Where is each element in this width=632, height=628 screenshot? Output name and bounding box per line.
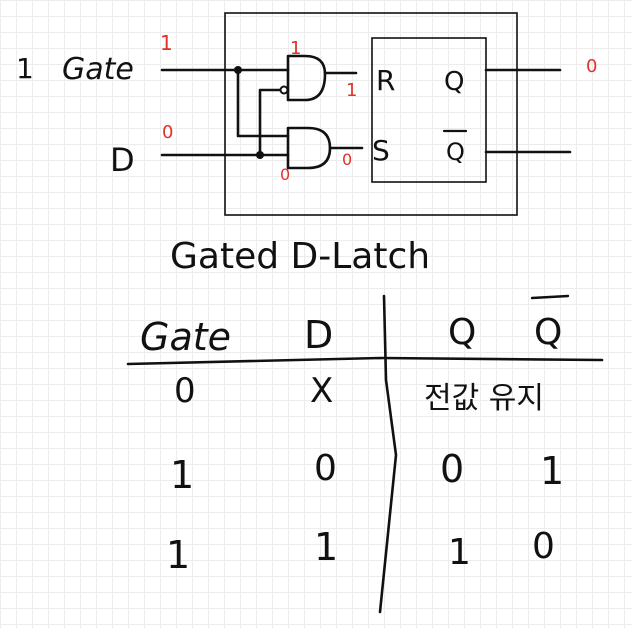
header-gate: Gate — [140, 315, 231, 359]
table-cell-r1-gate: 0 — [174, 371, 196, 411]
latch-r-label: R — [376, 64, 395, 97]
gate-input-label: Gate — [62, 52, 134, 87]
table-cell-r2-gate: 1 — [170, 453, 194, 497]
table-cell-r1-d: X — [310, 371, 333, 411]
latch-s-label: S — [372, 134, 390, 167]
circuit-wires — [160, 68, 572, 157]
table-cell-r3-qbar: 0 — [532, 526, 555, 567]
latch-q-label: Q — [444, 67, 464, 97]
table-cell-r2-q: 0 — [440, 447, 464, 491]
table-cell-r3-gate: 1 — [166, 533, 190, 577]
gate-input-value: 1 — [16, 52, 34, 85]
table-column-divider — [378, 294, 398, 614]
junction-dot-gate — [234, 66, 242, 74]
and-top-output-annotation: 1 — [346, 80, 357, 101]
header-d: D — [304, 313, 333, 357]
junction-dot-d — [256, 151, 264, 159]
diagram-title: Gated D-Latch — [170, 236, 430, 277]
q-output-annotation: 0 — [586, 56, 597, 77]
table-cell-r3-q: 1 — [448, 532, 471, 573]
gate-value-annotation: 1 — [160, 31, 173, 55]
and-bottom-output-annotation: 0 — [342, 150, 352, 169]
header-qbar-overline — [530, 294, 570, 300]
d-value-annotation: 0 — [162, 122, 173, 143]
table-cell-r3-d: 1 — [314, 525, 338, 569]
table-cell-r1-note: 전값 유지 — [424, 381, 544, 416]
table-header-rule — [126, 356, 604, 366]
header-q: Q — [448, 312, 476, 353]
latch-qbar-label: Q — [446, 138, 465, 166]
and-bottom-input-annotation: 0 — [280, 165, 290, 184]
and-top-input-annotation: 1 — [290, 38, 301, 59]
and-gate-top — [286, 54, 327, 102]
table-cell-r2-qbar: 1 — [540, 449, 564, 493]
and-gate-bottom — [286, 126, 332, 170]
not-bubble-icon — [279, 85, 289, 95]
table-cell-r2-d: 0 — [314, 448, 337, 489]
sr-latch-box — [371, 37, 487, 183]
d-input-label: D — [110, 141, 135, 179]
header-qbar: Q — [534, 312, 562, 353]
circuit-outer-box — [224, 12, 518, 216]
